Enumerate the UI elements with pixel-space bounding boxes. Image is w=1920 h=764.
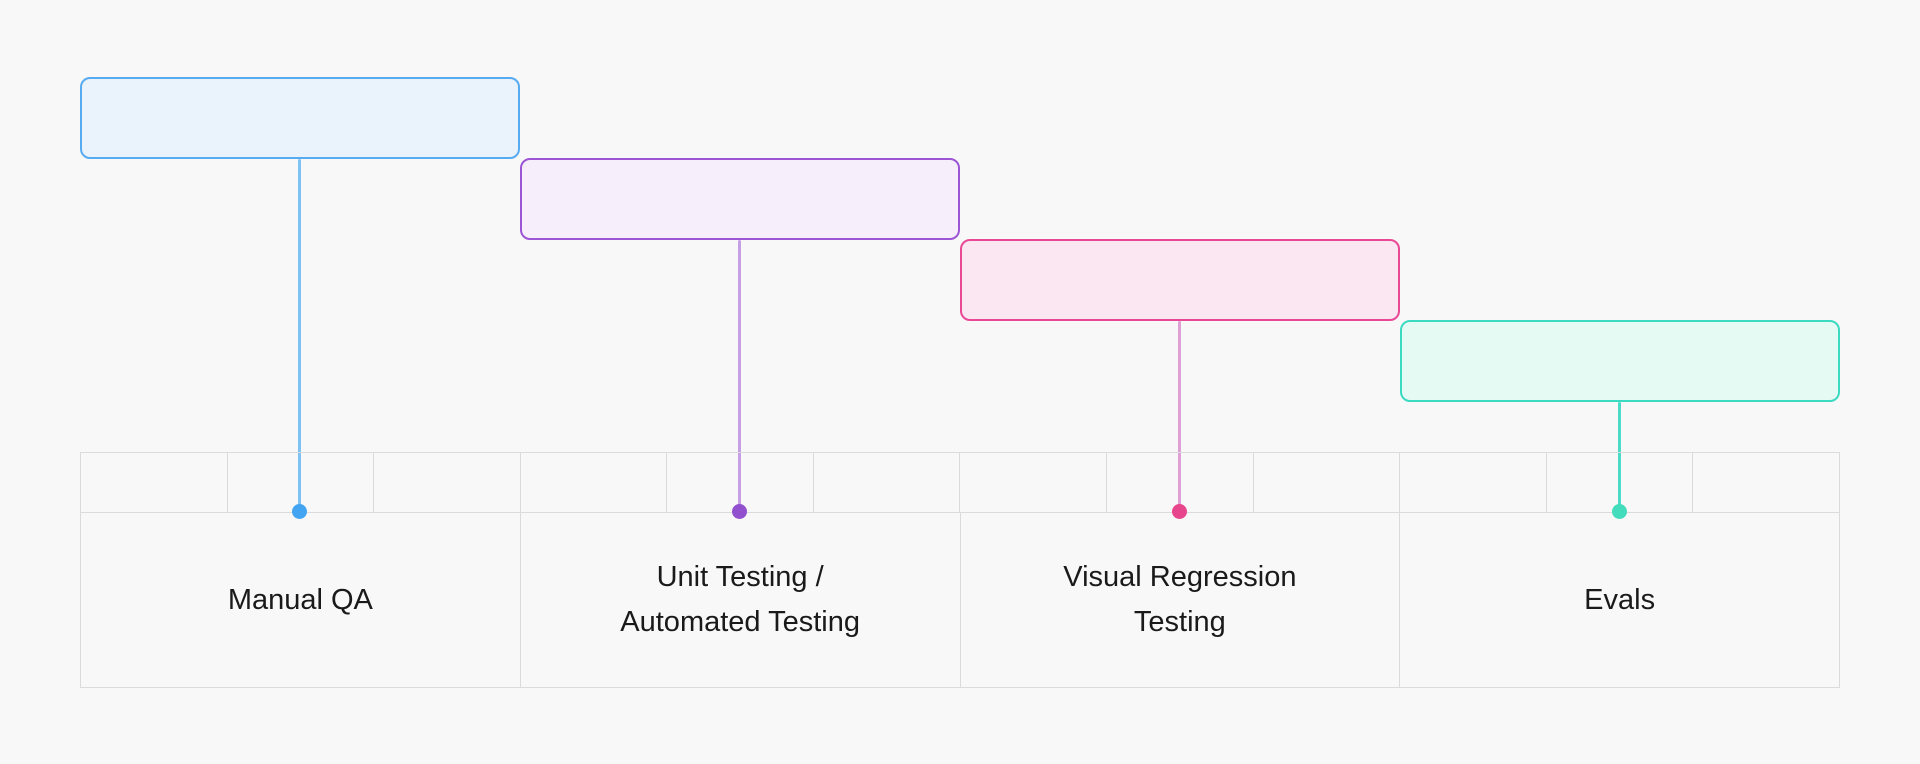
timeline-dot-unit-testing [732,504,747,519]
stage-box-evals [1400,320,1840,402]
tick-cell [1545,453,1693,512]
stage-label: Visual Regression Testing [1063,561,1297,638]
label-row: Manual QA Unit Testing / Automated Testi… [81,513,1839,687]
stage-label: Manual QA [227,583,373,616]
tick-cell [1106,453,1253,512]
stage-box-manual-qa [80,77,520,159]
tick-cell [1252,453,1400,512]
timeline-dot-visual-regression [1172,504,1187,519]
tick-cell [519,453,667,512]
label-cell-visual-regression: Visual Regression Testing [959,513,1400,687]
connector-line-manual-qa [298,159,301,512]
tick-cell [81,453,227,512]
connector-line-unit-testing [738,240,741,512]
label-cell-evals: Evals [1399,513,1839,687]
tick-cell [1399,453,1546,512]
connector-line-evals [1618,402,1621,512]
stage-label: Unit Testing / Automated Testing [620,561,860,638]
timeline-table: Manual QA Unit Testing / Automated Testi… [80,452,1840,688]
tick-cell [959,453,1106,512]
tick-cell [226,453,374,512]
tick-cell [1692,453,1839,512]
stage-box-unit-testing [520,158,960,240]
tick-cell [373,453,520,512]
tick-row [81,453,1839,513]
timeline-dot-manual-qa [292,504,307,519]
tick-cell [812,453,960,512]
label-cell-manual-qa: Manual QA [81,513,520,687]
stage-label: Evals [1584,583,1656,616]
stage-box-visual-regression [960,239,1400,321]
tick-cell [666,453,813,512]
connector-line-visual-regression [1178,321,1181,512]
timeline-dot-evals [1612,504,1627,519]
label-cell-unit-testing: Unit Testing / Automated Testing [519,513,960,687]
